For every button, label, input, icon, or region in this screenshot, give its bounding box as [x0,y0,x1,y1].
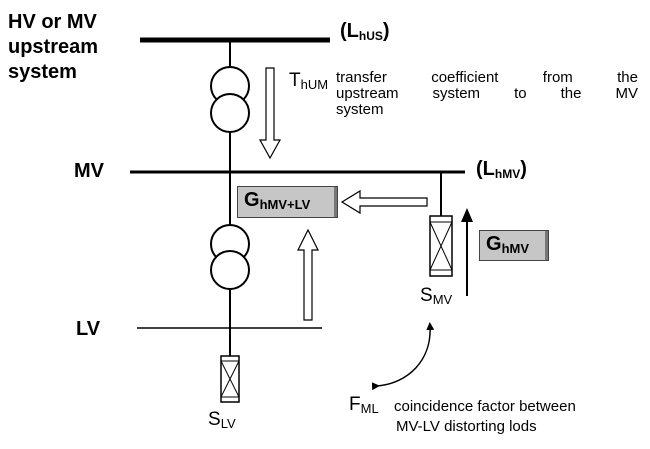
transfer-word: coefficient [431,69,499,86]
upstream-transformer-icon [210,66,250,133]
mv-contribution-arrow-icon [340,189,428,215]
upstream-label-line3: system [8,61,77,83]
upstream-level-close: ) [382,20,390,42]
g-mv-lv-sub: hMV+LV [259,197,311,212]
lv-label: LV [76,318,101,340]
smv-sub: MV [432,292,453,307]
fml-desc-line1: coincidence factor between [394,398,576,415]
transfer-word: the [617,69,638,86]
lv-contribution-arrow-icon [297,228,319,321]
transfer-symbol-sub: hUM [300,77,329,92]
transfer-word: MV [615,85,638,102]
g-mv-lv-box: GhMV+LV [237,186,338,218]
mv-lv-transformer-icon [210,224,250,290]
smv-main: S [420,285,433,306]
slv-main: S [208,409,221,430]
mv-level-sub: hMV [494,167,521,181]
upstream-label-line1: HV or MV [8,11,97,33]
transfer-word: from [542,69,573,86]
upstream-label-line2: upstream [8,36,99,58]
transfer-desc-line1: transfer coefficient from the [336,70,638,86]
fml-desc-line2: MV-LV distorting lods [396,418,537,435]
transfer-description: transfer coefficient from the upstream s… [336,70,638,118]
transfer-symbol-main: T [289,70,301,91]
coincidence-arrow-icon [371,322,435,391]
mv-level-label: (LhMV) [476,158,527,181]
mv-level-close: ) [520,158,527,180]
mv-level-prefix: (L [476,158,495,180]
mv-emission-arrow-icon [461,208,473,296]
upstream-level-label: (LhUS) [340,20,390,43]
transfer-symbol: ThUM [289,70,328,92]
mv-label: MV [74,160,104,182]
transfer-word: upstream [336,85,399,102]
fml-main: F [349,394,361,415]
transfer-desc-line2: upstream system to the MV [336,86,638,102]
upstream-level-prefix: (L [340,20,359,42]
slv-sub: LV [220,416,236,431]
g-mv-lv-main: G [244,189,260,211]
fml-sub: ML [360,401,379,416]
mv-load-icon [429,215,453,277]
g-mv-main: G [486,233,502,255]
lv-load-icon [220,355,240,403]
transfer-desc-line3: system [336,102,638,118]
fml-symbol: FML [349,394,379,416]
transfer-word: system [336,101,384,118]
g-mv-box: GhMV [479,230,549,261]
slv-label: SLV [208,409,236,431]
transfer-word: system [432,85,481,102]
transfer-arrow-icon [258,67,282,160]
smv-label: SMV [420,285,452,307]
transfer-word: the [560,85,582,102]
upstream-level-sub: hUS [358,29,383,43]
upstream-system-label: HV or MV upstream system [8,10,98,85]
transfer-word: to [514,85,527,102]
transfer-word: transfer [336,69,387,86]
g-mv-sub: hMV [501,241,530,256]
